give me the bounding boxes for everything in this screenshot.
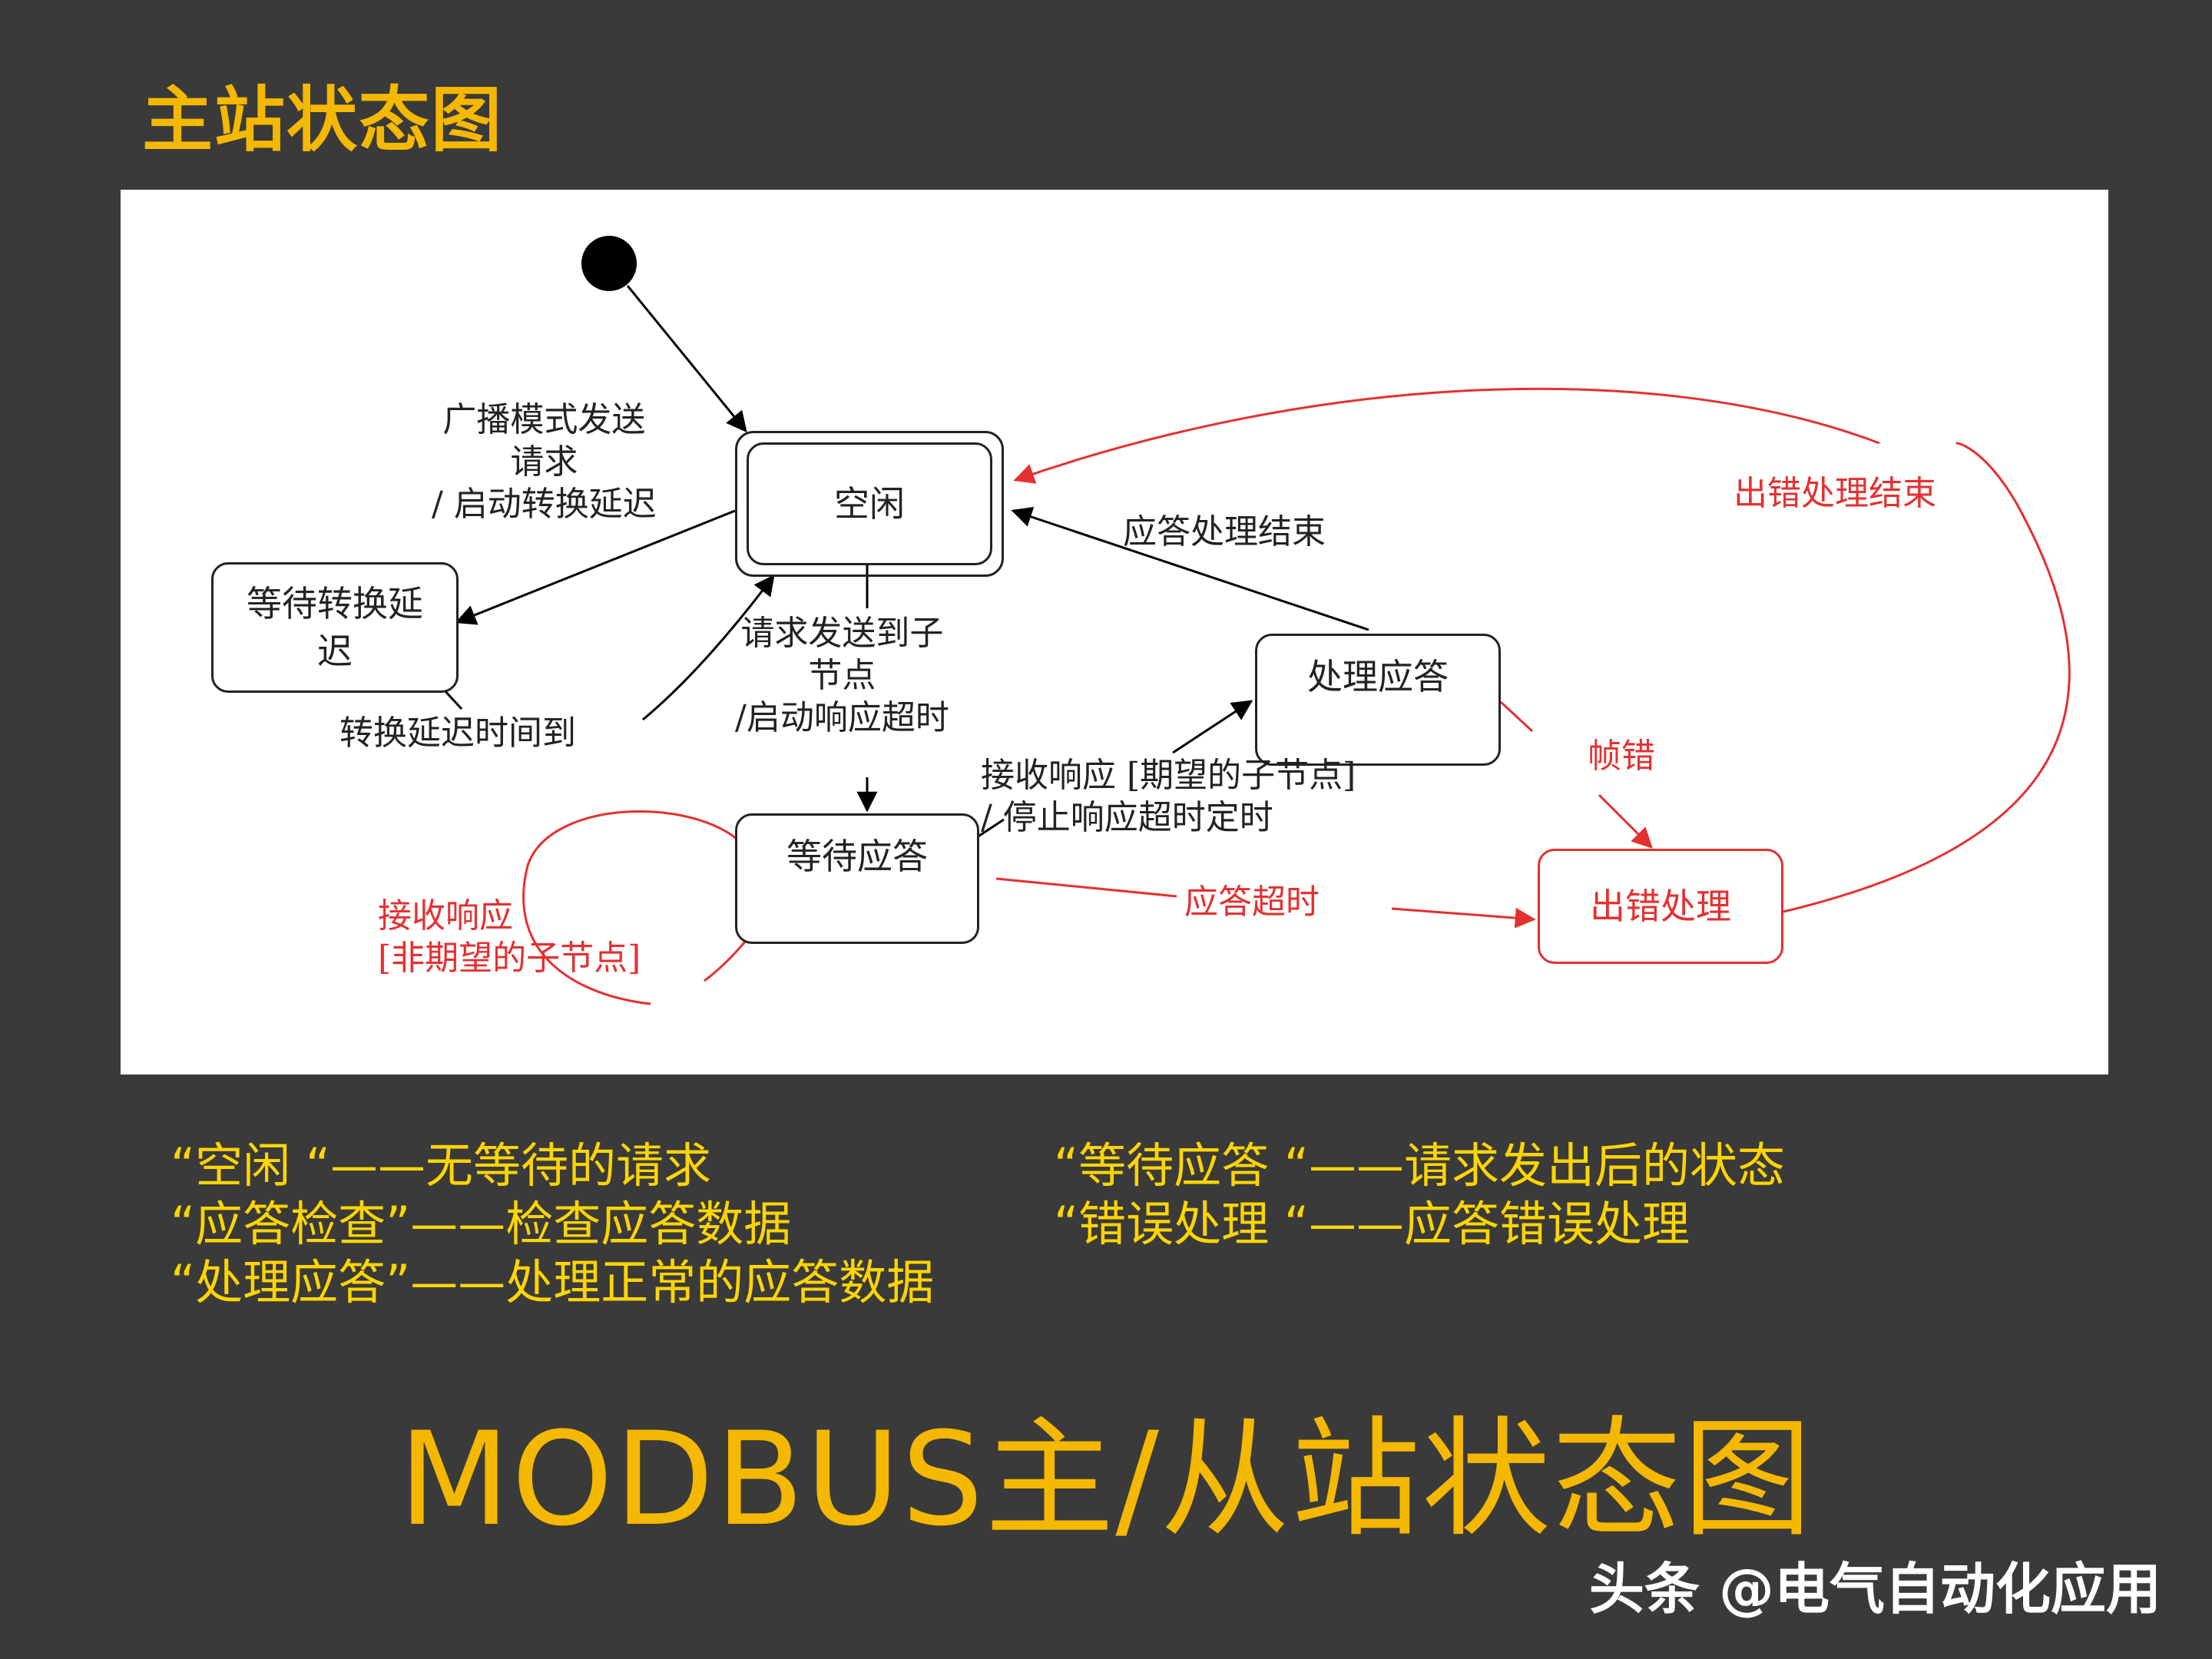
error-done-label: 出错处理结束 [1734, 474, 1936, 513]
unicast-label: 请求发送到子 节点 /启动响应超时 [735, 614, 949, 737]
big-title: MODBUS主/从站状态图 [398, 1404, 1813, 1555]
expected-reply-arrow [1172, 700, 1253, 754]
broadcast-arrow [455, 509, 736, 625]
frame-error-leader [1499, 700, 1534, 733]
error-done-arrow [1013, 387, 1880, 484]
wait-delay-state: 等待转换延 迟 [211, 562, 459, 693]
note-wait-reply: “等待应答 “——请求发出后的状态 [1054, 1137, 1785, 1194]
process-reply-state: 处理应答 [1255, 634, 1501, 766]
frame-error-label: 帧错 [1588, 737, 1655, 776]
idle-state: 空闲 [747, 442, 992, 565]
watermark: 头条 @电气自动化应用 [1588, 1557, 2161, 1621]
timeout-arrow [1391, 907, 1536, 929]
expected-reply-label: 接收响应 [期望的子节点] / 停止响应超时定时 [981, 756, 1356, 837]
reply-done-arrow [1011, 506, 1369, 631]
expected-label-leader [974, 818, 1005, 840]
reply-timeout-label: 应答超时 [1184, 882, 1320, 922]
notes-left: “空闲 “——无等待的请求 “应答检查”——检查应答数据 “处理应答”——处理正… [171, 1137, 934, 1312]
reply-done-label: 应答处理结束 [1123, 512, 1326, 551]
delay-expired-label: 转换延迟时间到 [339, 714, 576, 753]
wait-reply-state: 等待应答 [735, 813, 979, 944]
slide-title: 主站状态图 [142, 79, 504, 161]
note-error-handling: “错误处理 “——应答错误处理 [1054, 1196, 1690, 1252]
frame-error-arrow [1598, 793, 1653, 849]
note-process-reply: “处理应答”——处理正常的应答数据 [171, 1254, 935, 1310]
error-done-path [1783, 442, 2071, 913]
unexpected-reply-label: 接收响应 [非期望的子节点] [378, 896, 641, 978]
delay-expired-arrow [642, 574, 775, 721]
notes-right: “等待应答 “——请求发出后的状态 “错误处理 “——应答错误处理 [1054, 1137, 1785, 1253]
timeout-line-a [995, 877, 1177, 898]
idle-state-outer [735, 431, 1004, 577]
initial-transition-arrow [626, 285, 747, 433]
delay-label-leader [442, 687, 463, 710]
unexpected-reply-loop [522, 810, 748, 1005]
error-handling-state: 出错处理 [1538, 849, 1783, 964]
initial-state-dot [581, 236, 637, 291]
state-diagram: 空闲 等待转换延 迟 等待应答 处理应答 出错处理 广播模式发送 请求 / 启动… [121, 190, 2108, 1075]
broadcast-label: 广播模式发送 请求 / 启动转换延迟 [432, 400, 657, 524]
note-reply-check: “应答检查”——检查应答数据 [171, 1196, 792, 1252]
note-idle: “空闲 “——无等待的请求 [171, 1137, 711, 1194]
